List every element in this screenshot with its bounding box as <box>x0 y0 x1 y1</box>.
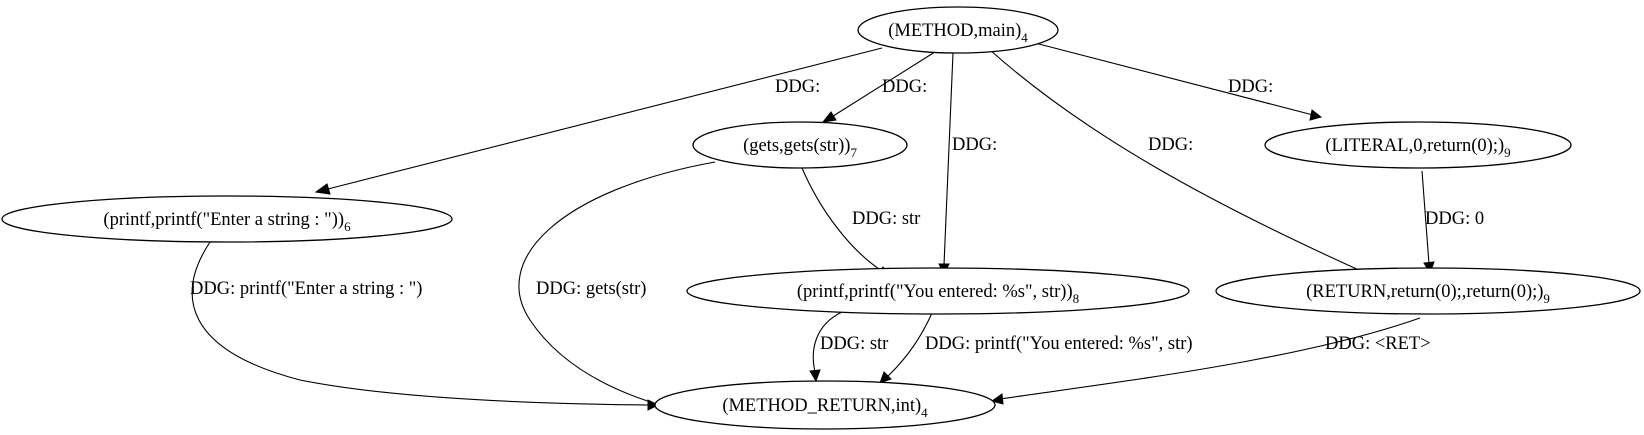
node-line-number: 9 <box>1504 145 1511 160</box>
node-label: (LITERAL,0,return(0);) <box>1325 136 1504 156</box>
node-printf-you[interactable]: (printf,printf("You entered: %s", str))8 <box>686 267 1190 315</box>
node-label: (printf,printf("You entered: %s", str)) <box>797 282 1073 302</box>
edge-label: DDG: <box>952 135 997 155</box>
node-label: (gets,gets(str)) <box>743 136 850 156</box>
node-line-number: 8 <box>1073 291 1080 306</box>
node-line-number: 7 <box>850 145 857 160</box>
svg-text:(gets,gets(str))7: (gets,gets(str))7 <box>743 136 857 160</box>
svg-text:(RETURN,return(0);,return(0);): (RETURN,return(0);,return(0);)9 <box>1306 282 1550 306</box>
edge-label: DDG: printf("You entered: %s", str) <box>925 334 1193 354</box>
node-gets[interactable]: (gets,gets(str))7 <box>692 121 908 169</box>
edge-printf-you-method-return-a: DDG: str <box>809 311 888 383</box>
edge-label: DDG: printf("Enter a string : ") <box>190 279 422 299</box>
edge-label: DDG: <box>1228 77 1273 97</box>
edge-main-gets: DDG: <box>821 49 939 123</box>
node-printf-enter[interactable]: (printf,printf("Enter a string : "))6 <box>1 195 453 243</box>
edge-label: DDG: <box>1148 135 1193 155</box>
edge-gets-method-return: DDG: gets(str) <box>518 161 716 409</box>
svg-text:(printf,printf("You entered: %: (printf,printf("You entered: %s", str))8 <box>797 282 1079 306</box>
edge-gets-printf-you: DDG: str <box>801 167 920 277</box>
edge-main-printf-you: DDG: <box>938 52 997 276</box>
node-label: (METHOD_RETURN,int) <box>722 396 921 416</box>
edge-label: DDG: <box>775 77 820 97</box>
node-label: (printf,printf("Enter a string : ")) <box>103 210 344 230</box>
node-line-number: 4 <box>1021 30 1028 45</box>
edge-main-return: DDG: <box>989 49 1398 288</box>
node-label: (RETURN,return(0);,return(0);) <box>1306 282 1543 302</box>
node-label: (METHOD,main) <box>888 21 1021 41</box>
node-return[interactable]: (RETURN,return(0);,return(0);)9 <box>1215 267 1641 315</box>
edge-label: DDG: str <box>820 334 888 354</box>
edge-label: DDG: gets(str) <box>536 279 646 299</box>
edge-main-printf-enter: DDG: <box>314 47 883 195</box>
svg-text:(METHOD,main)4: (METHOD,main)4 <box>888 21 1028 45</box>
edge-label: DDG: 0 <box>1425 209 1484 229</box>
edge-literal-return: DDG: 0 <box>1421 170 1484 275</box>
edge-label: DDG: <box>882 77 927 97</box>
svg-text:(METHOD_RETURN,int)4: (METHOD_RETURN,int)4 <box>722 396 928 420</box>
node-method-return[interactable]: (METHOD_RETURN,int)4 <box>654 380 996 430</box>
edge-printf-enter-method-return: DDG: printf("Enter a string : ") <box>190 241 660 411</box>
node-literal[interactable]: (LITERAL,0,return(0);)9 <box>1264 121 1572 169</box>
edge-main-literal: DDG: <box>1034 42 1323 121</box>
edge-label: DDG: <RET> <box>1325 334 1431 354</box>
node-line-number: 4 <box>921 405 928 420</box>
edge-printf-you-method-return-b: DDG: printf("You entered: %s", str) <box>879 312 1193 384</box>
svg-text:(printf,printf("Enter a string: (printf,printf("Enter a string : "))6 <box>103 210 351 234</box>
edge-return-method-return: DDG: <RET> <box>990 317 1431 405</box>
edge-label: DDG: str <box>852 209 920 229</box>
node-method-main[interactable]: (METHOD,main)4 <box>857 6 1059 54</box>
node-line-number: 6 <box>344 219 351 234</box>
node-line-number: 9 <box>1543 291 1550 306</box>
svg-text:(LITERAL,0,return(0);)9: (LITERAL,0,return(0);)9 <box>1325 136 1510 160</box>
